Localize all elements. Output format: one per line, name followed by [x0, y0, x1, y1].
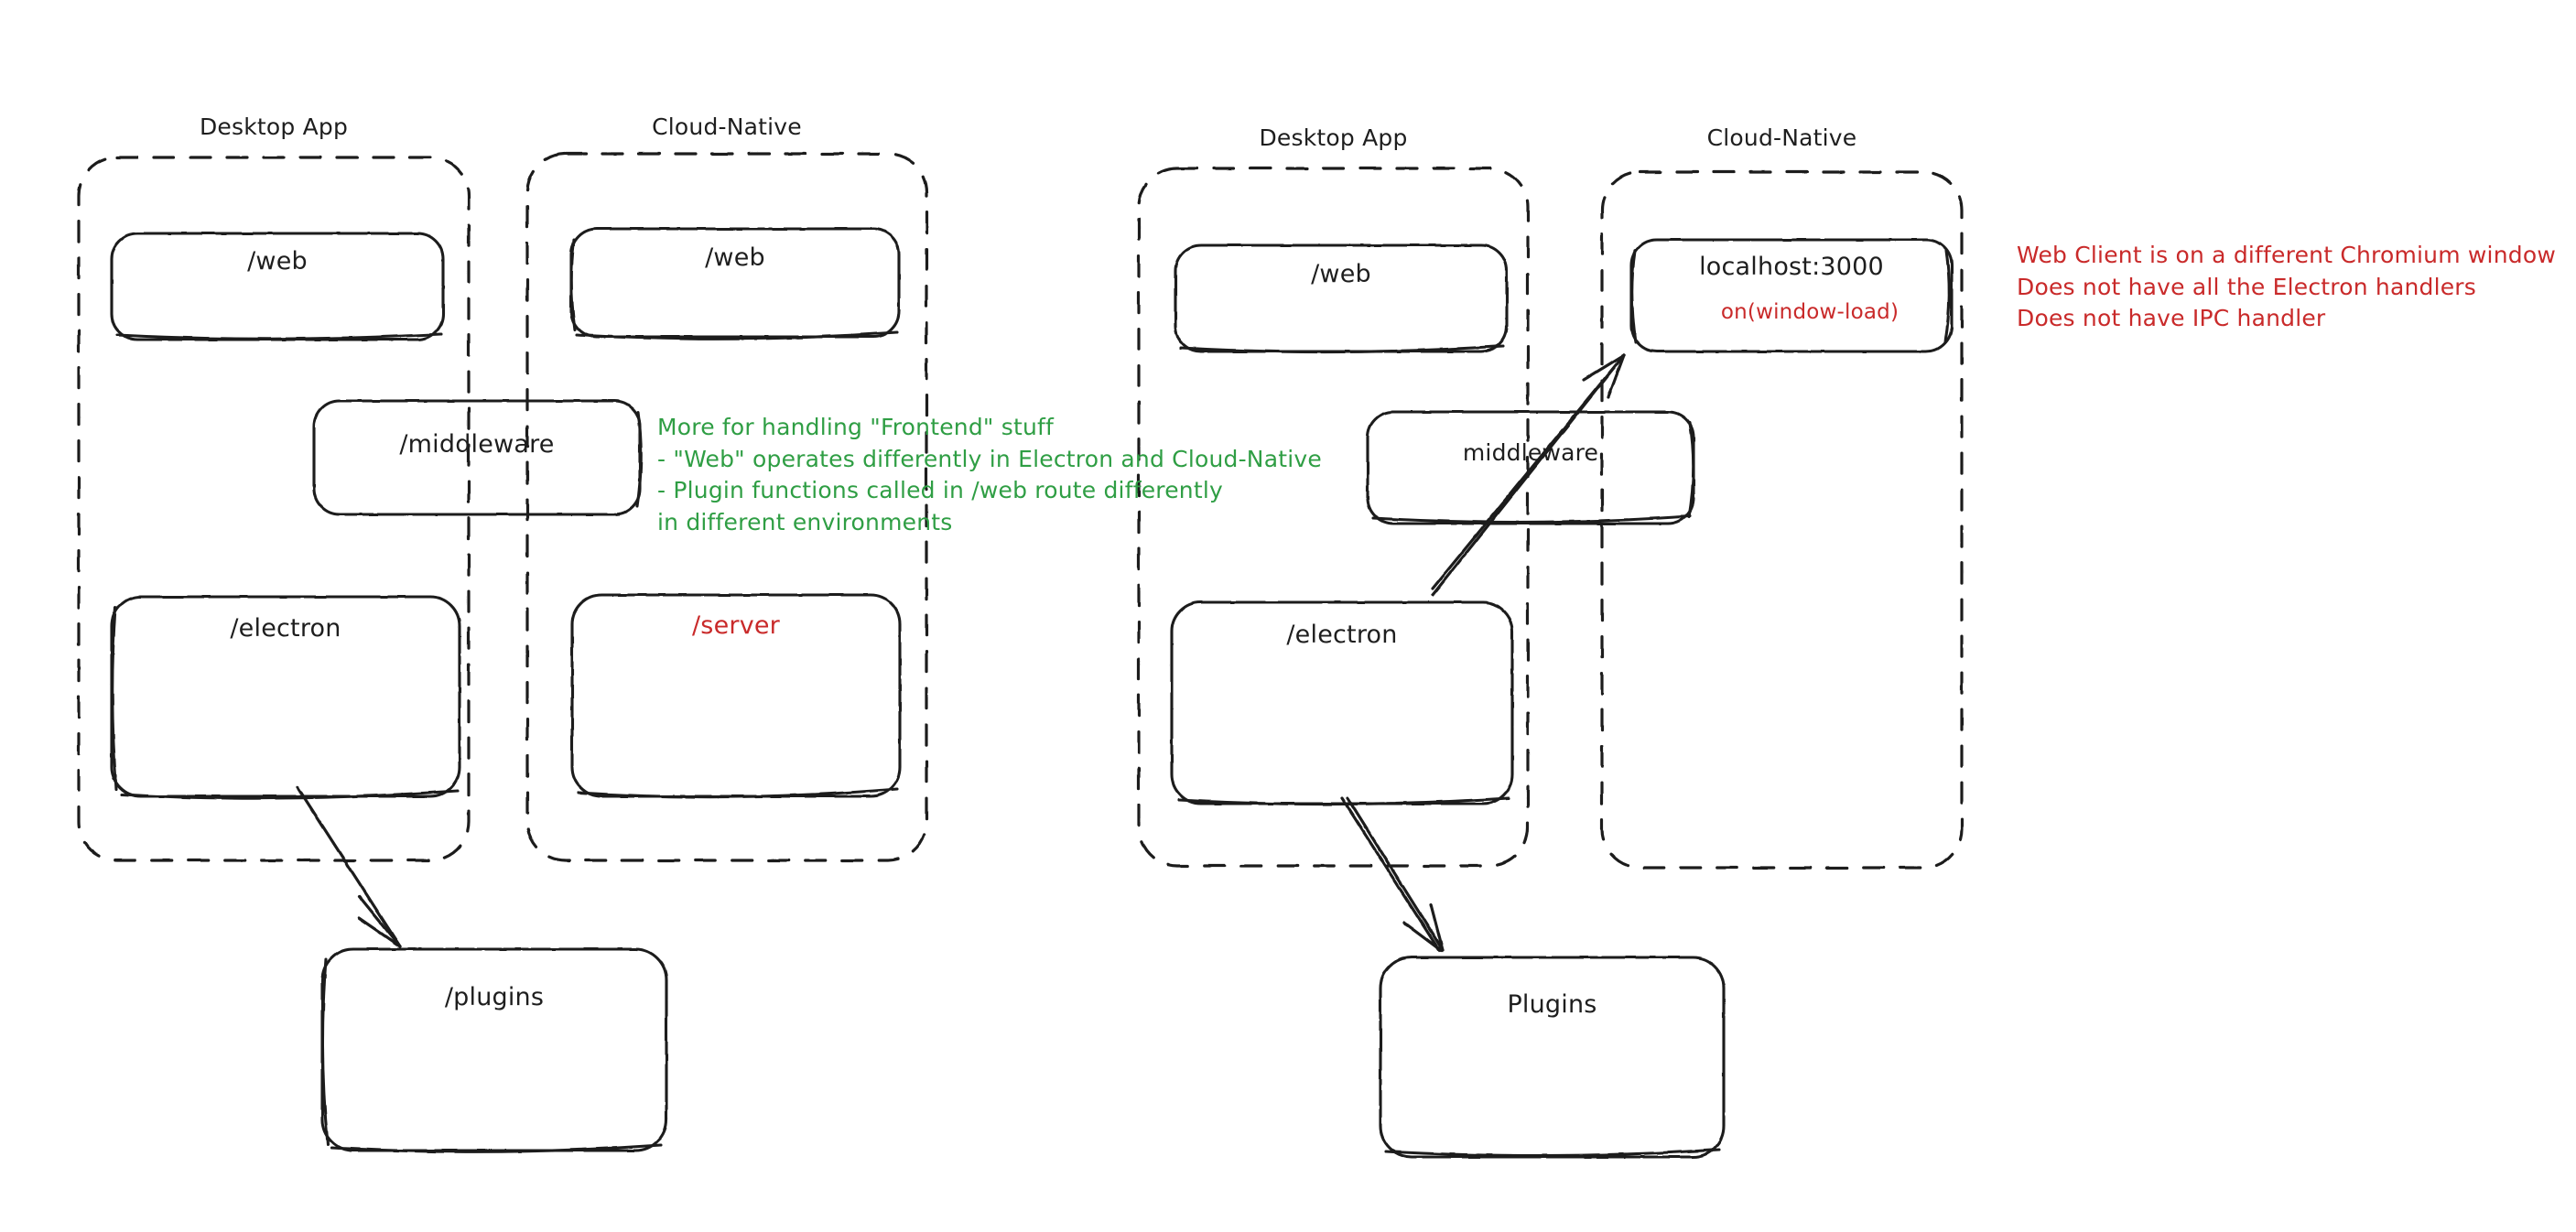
node-outline-right-localhost: [1629, 238, 1954, 353]
group-title-left-desktop-app: Desktop App: [199, 113, 349, 140]
group-outline-left-cloud-native: [525, 152, 928, 862]
node-label-left-desktop-web[interactable]: /web: [247, 247, 308, 276]
node-outline-right-electron: [1170, 600, 1514, 806]
group-title-right-desktop-app: Desktop App: [1259, 124, 1408, 151]
node-outline-right-desktop-web: [1174, 243, 1509, 354]
node-outline-right-middleware: [1366, 410, 1695, 525]
node-label-left-plugins[interactable]: /plugins: [444, 983, 545, 1011]
group-title-left-cloud-native: Cloud-Native: [652, 113, 802, 140]
group-title-right-cloud-native: Cloud-Native: [1706, 124, 1857, 151]
arrow-right-electron-to-plugins: [1340, 796, 1445, 952]
node-outline-right-plugins: [1379, 956, 1726, 1159]
node-outline-left-plugins: [320, 947, 668, 1153]
group-outline-right-desktop-app: [1137, 167, 1530, 868]
node-label-right-electron[interactable]: /electron: [1286, 621, 1398, 649]
group-outline-left-desktop-app: [77, 156, 471, 862]
node-outline-left-middleware: [312, 399, 643, 516]
annotation-red-web-client-note: Web Client is on a different Chromium wi…: [2017, 242, 2556, 331]
node-label-right-localhost[interactable]: localhost:3000: [1699, 253, 1884, 281]
node-outline-left-desktop-web: [110, 232, 445, 341]
node-outline-left-server: [570, 593, 902, 799]
node-outline-left-cloud-web: [569, 227, 901, 340]
node-label-left-middleware[interactable]: /middleware: [399, 430, 555, 459]
node-label-right-desktop-web[interactable]: /web: [1311, 260, 1371, 288]
arrow-right-electron-to-localhost: [1431, 353, 1626, 597]
node-sublabel-right-on-window-load: on(window-load): [1720, 300, 1900, 324]
node-outline-left-electron: [110, 595, 461, 800]
annotation-green-frontend-note: More for handling "Frontend" stuff - "We…: [657, 414, 1322, 535]
node-label-left-cloud-web[interactable]: /web: [705, 243, 765, 272]
node-label-right-plugins[interactable]: Plugins: [1507, 990, 1597, 1019]
node-label-left-electron[interactable]: /electron: [230, 614, 341, 643]
node-label-left-server[interactable]: /server: [692, 611, 780, 640]
node-label-right-middleware[interactable]: middleware: [1462, 439, 1599, 466]
arrow-left-electron-to-plugins: [296, 785, 402, 948]
